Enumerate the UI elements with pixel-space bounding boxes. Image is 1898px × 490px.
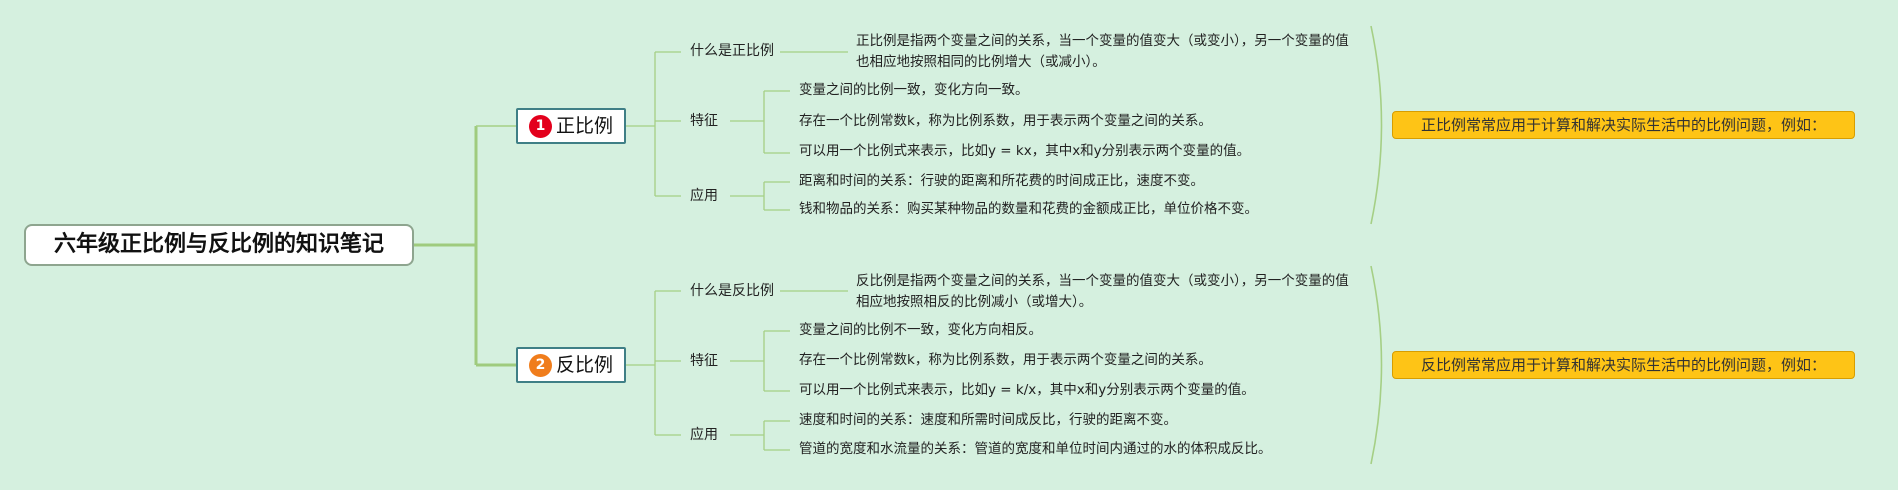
application-item[interactable]: 速度和时间的关系：速度和所需时间成反比，行驶的距离不变。: [799, 412, 1177, 428]
priority-2-icon: 2: [528, 353, 552, 377]
feature-item[interactable]: 存在一个比例常数k，称为比例系数，用于表示两个变量之间的关系。: [799, 352, 1212, 368]
application-item[interactable]: 管道的宽度和水流量的关系：管道的宽度和单位时间内通过的水的体积成反比。: [799, 441, 1272, 457]
features-label-inverse[interactable]: 特征: [690, 353, 718, 369]
feature-item[interactable]: 变量之间的比例不一致，变化方向相反。: [799, 322, 1042, 338]
topic-inverse-proportion[interactable]: 2 反比例: [516, 347, 626, 383]
applications-label-inverse[interactable]: 应用: [690, 427, 718, 443]
summary-callout-inverse[interactable]: 反比例常常应用于计算和解决实际生活中的比例问题，例如：: [1392, 351, 1855, 379]
application-item[interactable]: 距离和时间的关系：行驶的距离和所花费的时间成正比，速度不变。: [799, 173, 1204, 189]
application-item[interactable]: 钱和物品的关系：购买某种物品的数量和花费的金额成正比，单位价格不变。: [799, 201, 1258, 217]
definition-text-inverse[interactable]: 反比例是指两个变量之间的关系，当一个变量的值变大（或变小），另一个变量的值相应地…: [856, 273, 1349, 310]
summary-callout-direct[interactable]: 正比例常常应用于计算和解决实际生活中的比例问题，例如：: [1392, 111, 1855, 139]
definition-text-direct[interactable]: 正比例是指两个变量之间的关系，当一个变量的值变大（或变小），另一个变量的值也相应…: [856, 33, 1349, 70]
topic-direct-proportion[interactable]: 1 正比例: [516, 108, 626, 144]
definition-label-inverse[interactable]: 什么是反比例: [690, 283, 774, 299]
root-title[interactable]: 六年级正比例与反比例的知识笔记: [24, 224, 414, 266]
feature-item[interactable]: 可以用一个比例式来表示，比如y = kx，其中x和y分别表示两个变量的值。: [799, 143, 1251, 159]
topic-label: 正比例: [555, 114, 613, 137]
feature-item[interactable]: 可以用一个比例式来表示，比如y = k/x，其中x和y分别表示两个变量的值。: [799, 382, 1255, 398]
topic-label: 反比例: [555, 353, 613, 376]
definition-label-direct[interactable]: 什么是正比例: [690, 43, 774, 59]
features-label-direct[interactable]: 特征: [690, 113, 718, 129]
feature-item[interactable]: 存在一个比例常数k，称为比例系数，用于表示两个变量之间的关系。: [799, 113, 1212, 129]
priority-1-icon: 1: [528, 114, 552, 138]
feature-item[interactable]: 变量之间的比例一致，变化方向一致。: [799, 82, 1029, 98]
applications-label-direct[interactable]: 应用: [690, 188, 718, 204]
